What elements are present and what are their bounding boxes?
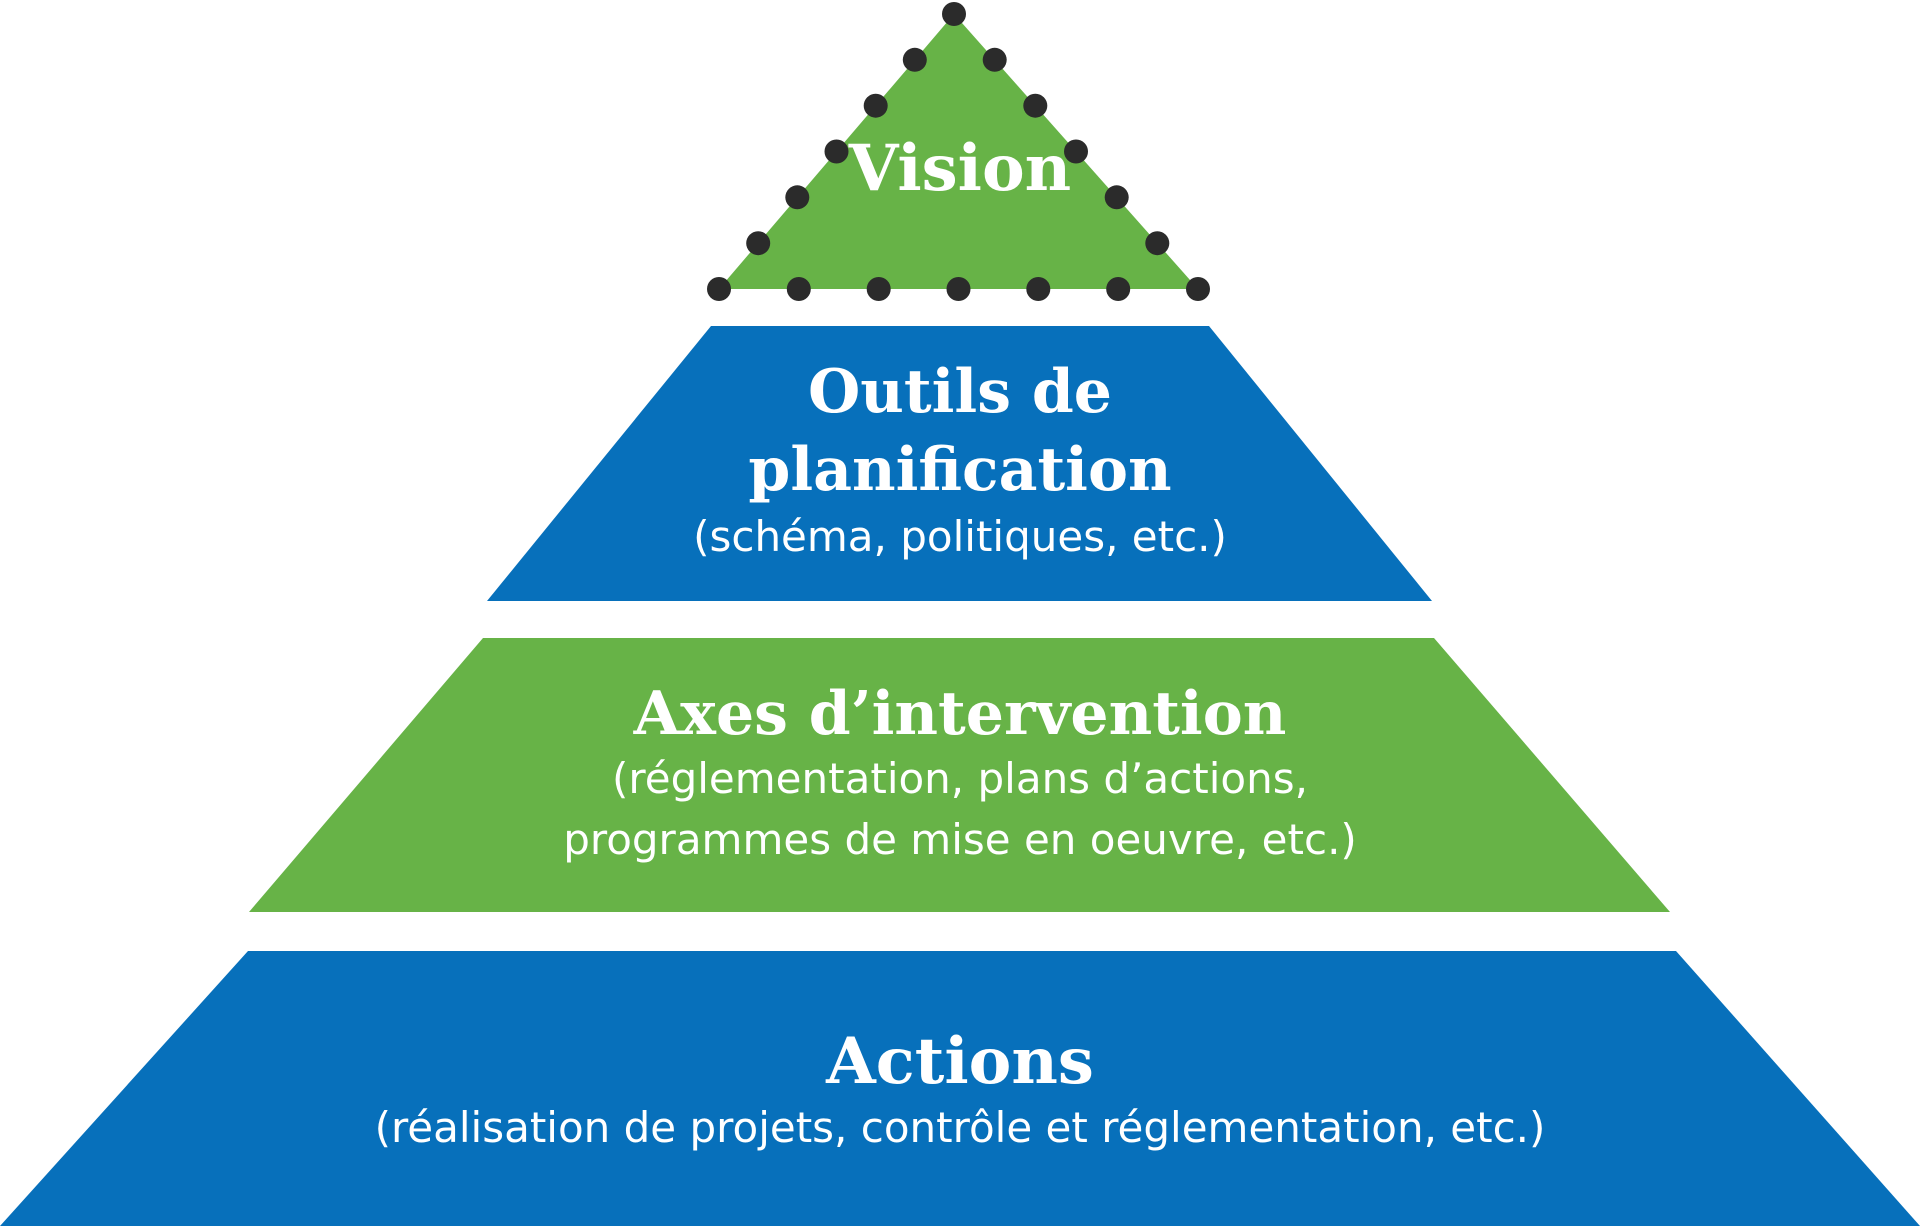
vision-dotted-border bbox=[707, 2, 1210, 301]
vision-border-dot bbox=[1145, 231, 1170, 256]
vision-border-dot bbox=[785, 185, 810, 210]
axes-title: Axes d’intervention bbox=[633, 679, 1287, 749]
vision-border-dot bbox=[1104, 185, 1129, 210]
axes-trapezoid bbox=[249, 638, 1670, 912]
vision-title: Vision bbox=[848, 131, 1071, 206]
vision-border-dot bbox=[1186, 277, 1210, 301]
vision-border-dot bbox=[1026, 277, 1051, 301]
outils-trapezoid bbox=[487, 326, 1432, 601]
outils-subtitle: (schéma, politiques, etc.) bbox=[693, 512, 1227, 561]
vision-border-dot bbox=[982, 47, 1007, 72]
actions-trapezoid bbox=[0, 951, 1920, 1226]
vision-border-dot bbox=[1064, 139, 1088, 164]
outils-title-line2: planification bbox=[748, 435, 1171, 505]
vision-border-dot bbox=[863, 93, 888, 118]
axes-subtitle-line2: programmes de mise en oeuvre, etc.) bbox=[563, 815, 1357, 864]
vision-border-dot bbox=[902, 47, 927, 72]
level-axes-intervention: Axes d’intervention (réglementation, pla… bbox=[249, 638, 1670, 912]
vision-border-dot bbox=[824, 139, 849, 164]
vision-triangle bbox=[719, 14, 1198, 289]
level-vision: Vision bbox=[707, 2, 1210, 301]
vision-border-dot bbox=[707, 277, 731, 301]
vision-border-dot bbox=[866, 277, 891, 301]
level-outils-de-planification: Outils de planification (schéma, politiq… bbox=[487, 326, 1432, 601]
actions-subtitle: (réalisation de projets, contrôle et rég… bbox=[375, 1103, 1546, 1152]
outils-title-line1: Outils de bbox=[808, 357, 1112, 427]
vision-border-dot bbox=[746, 231, 771, 256]
level-actions: Actions (réalisation de projets, contrôl… bbox=[0, 951, 1920, 1226]
vision-border-dot bbox=[1023, 93, 1048, 118]
vision-border-dot bbox=[946, 277, 971, 301]
vision-border-dot bbox=[786, 277, 811, 301]
axes-subtitle-line1: (réglementation, plans d’actions, bbox=[612, 754, 1308, 803]
actions-title: Actions bbox=[825, 1024, 1094, 1099]
vision-border-dot bbox=[1106, 277, 1131, 301]
vision-border-dot bbox=[942, 2, 966, 26]
